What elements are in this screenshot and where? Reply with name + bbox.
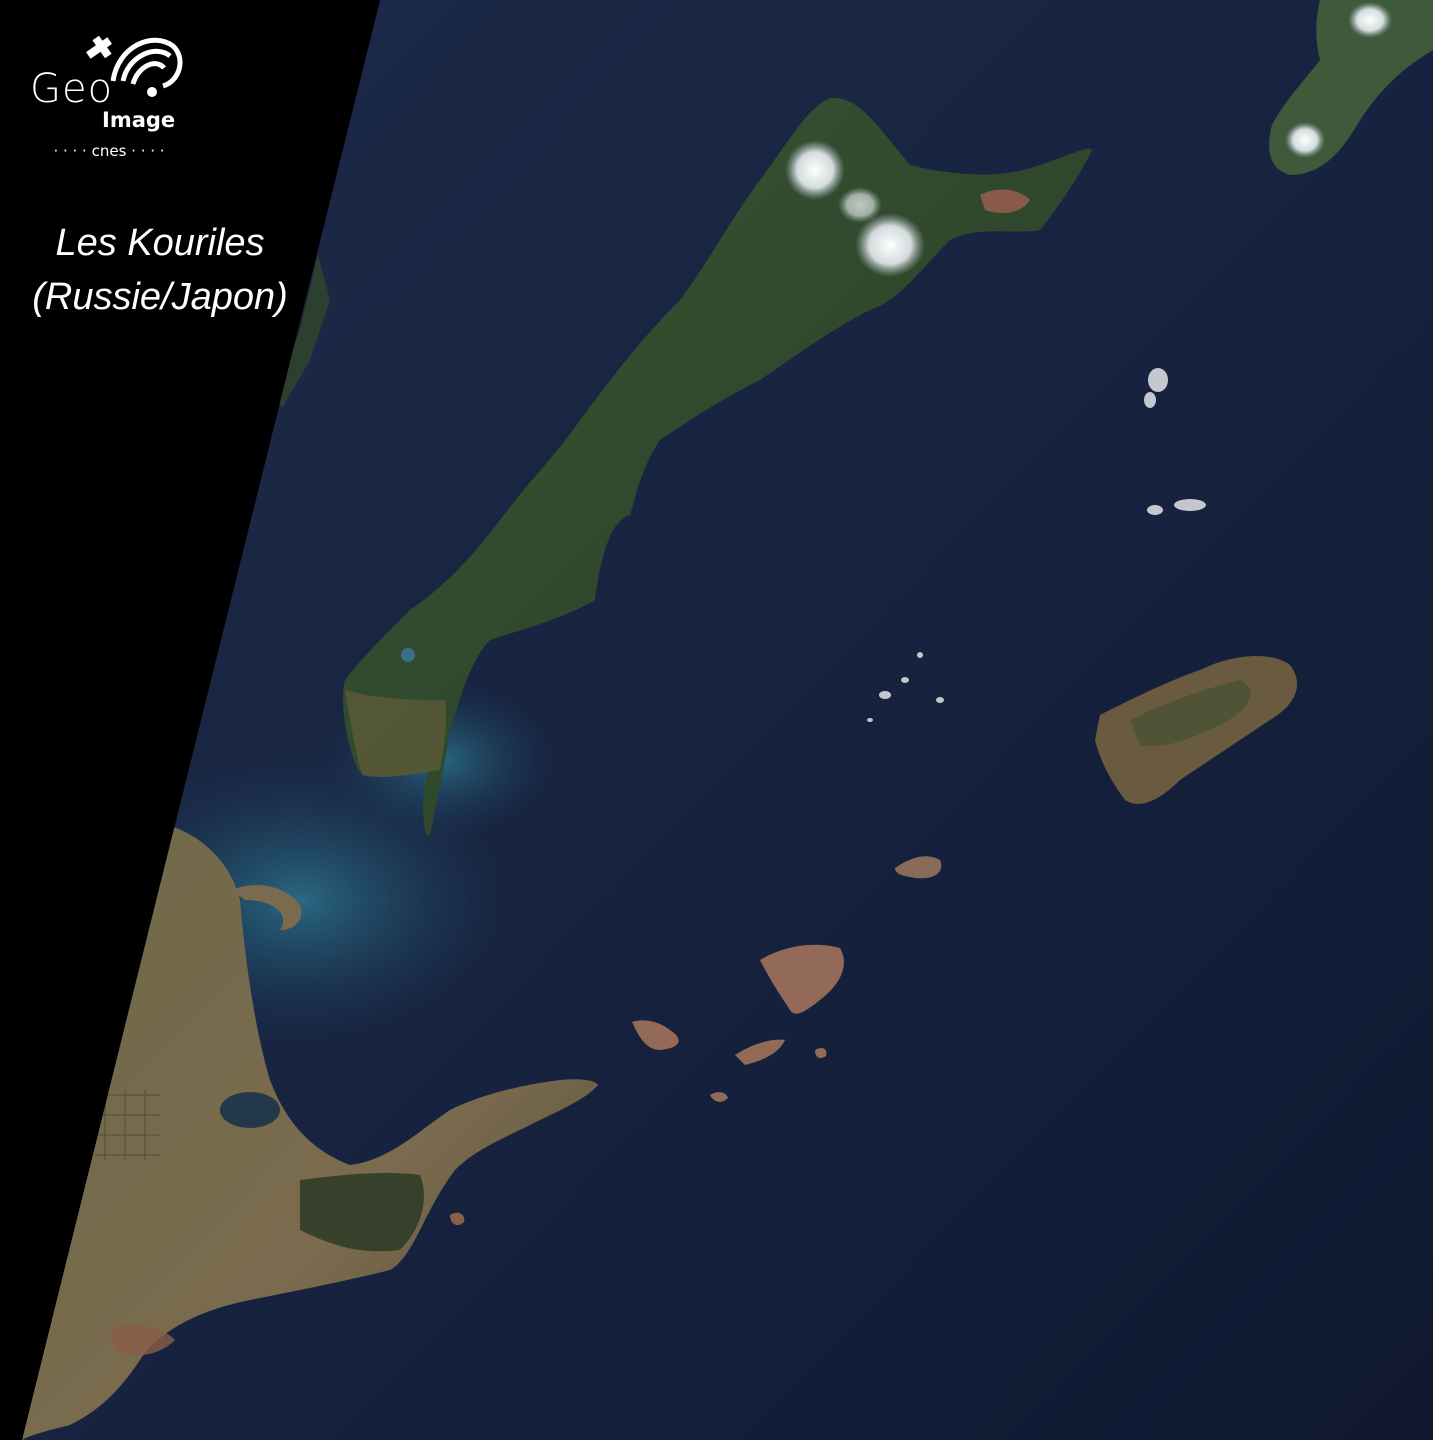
spit xyxy=(980,189,1030,213)
title-line-2: (Russie/Japon) xyxy=(32,276,288,318)
land-strip xyxy=(275,255,330,408)
volcano-snow xyxy=(855,213,925,277)
island-kunashir-south xyxy=(345,690,447,778)
satellite-logo-icon xyxy=(86,35,183,97)
logo-image-text: Image xyxy=(102,108,176,132)
clouds xyxy=(867,368,1206,722)
islet xyxy=(735,1039,785,1065)
peninsula-forest xyxy=(300,1172,424,1252)
islet xyxy=(895,856,942,879)
coastal-patch xyxy=(450,1212,465,1226)
coastal-patch xyxy=(110,1324,175,1356)
volcano-snow xyxy=(1348,2,1392,38)
islet-polonsky xyxy=(760,944,844,1014)
spit-notsuke xyxy=(232,885,302,930)
volcano-snow xyxy=(1285,122,1325,158)
black-frame-left xyxy=(0,0,380,1440)
logo-cnes-text: · · · · cnes · · · · xyxy=(53,142,165,160)
islet xyxy=(710,1092,728,1102)
island-kunashir xyxy=(343,97,1092,836)
hokkaido-mainland xyxy=(22,825,598,1440)
sea xyxy=(22,0,1433,1440)
crater-lake xyxy=(401,648,415,662)
lagoon xyxy=(220,1092,280,1128)
island-shikotan-veg xyxy=(1130,680,1251,747)
volcano-snow xyxy=(785,140,845,200)
title-line-1: Les Kouriles xyxy=(55,222,265,264)
geoimage-cnes-logo: Geo Image · · · · cnes · · · · xyxy=(14,26,204,166)
logo-geo-text: Geo xyxy=(30,66,114,112)
image-title: Les Kouriles (Russie/Japon) xyxy=(10,216,310,324)
islet xyxy=(632,1020,679,1050)
volcano-snow xyxy=(838,187,882,223)
islet xyxy=(815,1048,827,1058)
